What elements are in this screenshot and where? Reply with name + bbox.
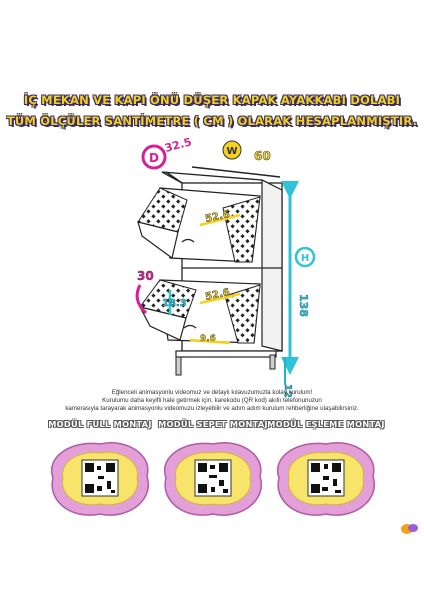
- height-letter: H: [301, 253, 309, 264]
- flap-depth-value: 9.6: [200, 334, 216, 344]
- headline-line-1: İÇ MEKAN VE KAPI ÖNÜ DÜŞER KAPAK AYAKKAB…: [23, 93, 401, 107]
- width-badge: [222, 140, 242, 160]
- width-arrow: [191, 166, 281, 178]
- angle-value: 30: [137, 269, 154, 283]
- brand-logo-icon: [401, 524, 418, 534]
- width-letter: W: [226, 146, 237, 157]
- module-title-sepet: MODÜL SEPET MONTAJ: [158, 419, 268, 429]
- module-title-esleme: MODÜL EŞLEME MONTAJ: [267, 419, 385, 429]
- headline-line-2: TÜM ÖLÇÜLER SANTİMETRE ( CM ) OLARAK HES…: [6, 114, 418, 128]
- module-title-full: MODÜL FULL MONTAJ: [48, 419, 152, 429]
- inner-width-bottom: 52.6: [204, 287, 230, 303]
- width-value: 60: [254, 149, 271, 163]
- cabinet-leg-left: [175, 356, 182, 376]
- info-line-2: Kurulumu daha keyifli hale getirmek için…: [102, 397, 322, 404]
- qr-code-icon: [50, 442, 150, 516]
- cabinet-leg-right: [269, 354, 276, 370]
- qr-module-esleme[interactable]: [271, 436, 381, 520]
- qr-module-sepet[interactable]: [158, 436, 268, 520]
- depth-badge: [141, 144, 167, 170]
- qr-code-icon: [276, 442, 376, 516]
- inner-depth-value: 18.3: [162, 298, 187, 309]
- angle-arc: [135, 284, 148, 315]
- depth-value: 32.5: [163, 135, 193, 155]
- qr-code-icon: [163, 442, 263, 516]
- height-badge: [294, 246, 316, 268]
- info-line-3: kamerasıyla tarayarak animasyonlu videom…: [65, 405, 359, 412]
- inner-width-top: 52.6: [204, 209, 230, 225]
- info-line-1: Eğlenceli animasyonlu videomuz ve detayl…: [111, 389, 313, 396]
- leg-height-value: 12: [282, 384, 293, 398]
- top-flap: [137, 187, 261, 263]
- height-value: 138: [297, 294, 310, 317]
- qr-module-full[interactable]: [45, 436, 155, 520]
- depth-letter: D: [149, 151, 159, 165]
